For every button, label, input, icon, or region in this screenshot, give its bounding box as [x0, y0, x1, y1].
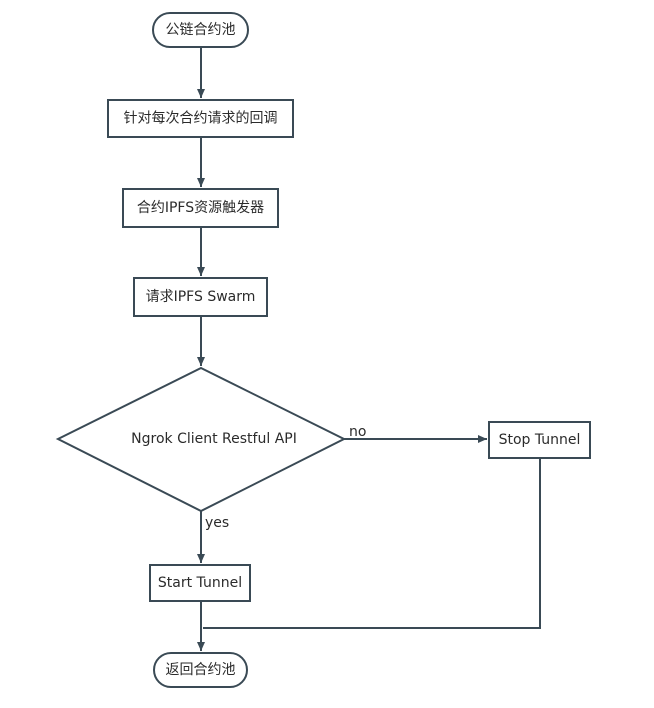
stop-tunnel-label: Stop Tunnel [499, 432, 581, 448]
request-process-box [133, 277, 268, 317]
callback-process-box [107, 99, 294, 138]
edge-stop-to-merge [203, 458, 541, 629]
start-terminal-label: 公链合约池 [166, 22, 236, 38]
trigger-process-box [122, 188, 279, 228]
request-process-label: 请求IPFS Swarm [146, 289, 256, 305]
start-tunnel-box [149, 564, 251, 602]
edge-label-yes: yes [205, 515, 229, 531]
edge-label-no: no [349, 424, 366, 440]
start-terminal [152, 12, 249, 48]
start-tunnel-label: Start Tunnel [158, 575, 242, 591]
callback-process-label: 针对每次合约请求的回调 [124, 111, 278, 127]
decision-diamond [55, 366, 347, 513]
decision-label: Ngrok Client Restful API [131, 431, 297, 447]
end-terminal-label: 返回合约池 [166, 662, 236, 678]
trigger-process-label: 合约IPFS资源触发器 [137, 200, 264, 216]
stop-tunnel-box [488, 421, 591, 459]
end-terminal [153, 652, 248, 688]
